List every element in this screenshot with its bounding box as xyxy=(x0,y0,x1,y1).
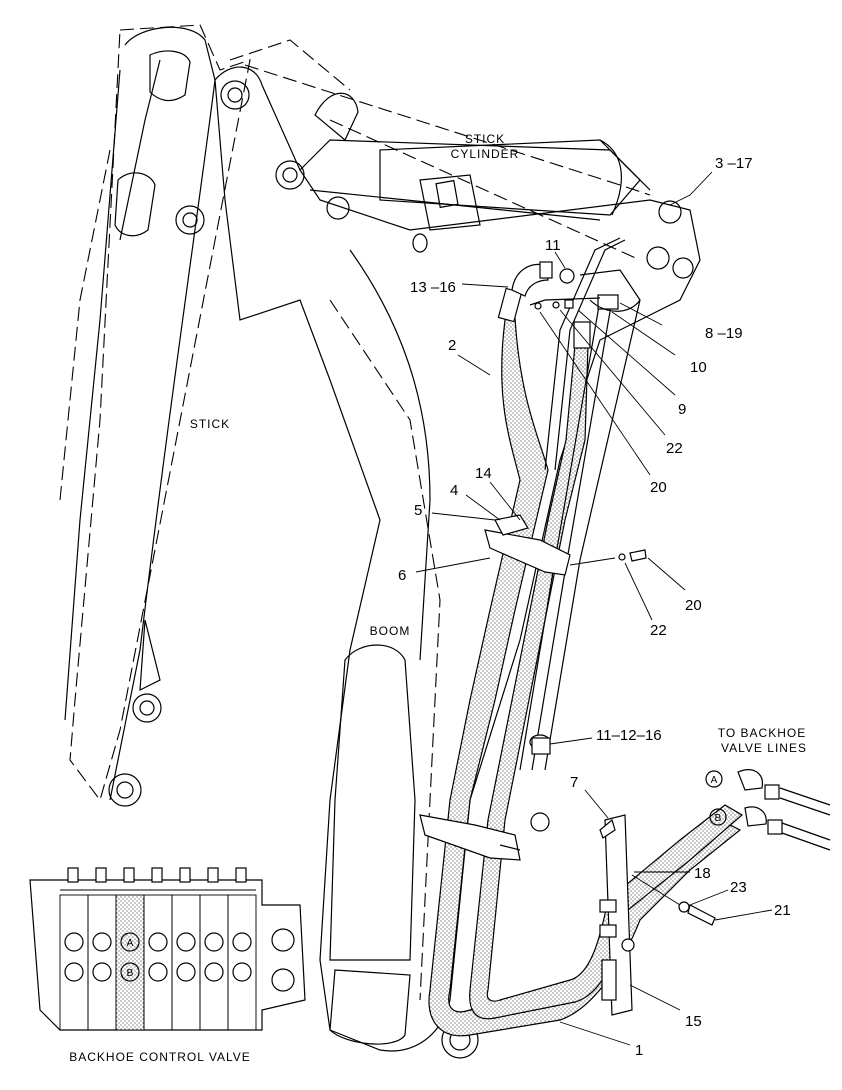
port-a-label: A xyxy=(711,775,718,786)
stick-cylinder-label-line2: CYLINDER xyxy=(451,147,520,161)
callout-1: 1 xyxy=(635,1042,643,1059)
callout-21: 21 xyxy=(774,902,791,919)
valve-ports-row-a xyxy=(64,932,252,952)
port-b-label: B xyxy=(715,813,722,824)
stick-label: STICK xyxy=(190,417,230,431)
callout-23: 23 xyxy=(730,879,747,896)
boom-outline xyxy=(214,66,701,1059)
callout-18: 18 xyxy=(694,865,711,882)
callout-2: 2 xyxy=(448,337,456,354)
stick-cylinder-label-line1: STICK xyxy=(465,132,505,146)
valve-top-tabs xyxy=(60,867,256,891)
callout-4: 4 xyxy=(450,482,458,499)
callout-14: 14 xyxy=(475,465,492,482)
callout-9: 9 xyxy=(678,401,686,418)
bracket-assembly xyxy=(599,814,716,1016)
callout-6: 6 xyxy=(398,567,406,584)
valve-line-adapters: A B xyxy=(705,769,831,851)
callout-22-mid: 22 xyxy=(650,622,667,639)
callout-10: 10 xyxy=(690,359,707,376)
callout-13-16: 13 –16 xyxy=(410,279,456,296)
callout-leaders xyxy=(415,171,773,1046)
callout-11-top: 11 xyxy=(545,237,561,254)
valve-port-b-label: B xyxy=(127,968,134,979)
callout-11-12-16: 11–12–16 xyxy=(596,727,662,744)
to-backhoe-label-line2: VALVE LINES xyxy=(721,741,807,755)
callout-20-mid: 20 xyxy=(685,597,702,614)
valve-port-a-label: A xyxy=(127,938,134,949)
boom-label: BOOM xyxy=(370,624,411,638)
to-backhoe-label-line1: TO BACKHOE xyxy=(718,726,806,740)
callout-7: 7 xyxy=(570,774,578,791)
stick-outline xyxy=(59,24,351,807)
backhoe-control-valve: A B BACKHOE CONTROL VALVE xyxy=(29,867,306,1064)
o-ring-11 xyxy=(559,268,575,284)
callout-5: 5 xyxy=(414,502,422,519)
callout-15: 15 xyxy=(685,1013,702,1030)
callout-3-17: 3 –17 xyxy=(715,155,753,172)
top-fittings xyxy=(497,261,641,832)
valve-ports-row-b xyxy=(64,962,252,982)
stick-cylinder xyxy=(244,64,651,261)
region-labels: STICK CYLINDER STICK BOOM TO BACKHOE VAL… xyxy=(190,132,807,755)
callout-8-19: 8 –19 xyxy=(705,325,743,342)
backhoe-control-valve-caption: BACKHOE CONTROL VALVE xyxy=(69,1050,250,1064)
callout-22-top: 22 xyxy=(666,440,683,457)
callouts: 3 –17 11 13 –16 8 –19 2 10 9 22 20 14 4 … xyxy=(398,155,791,1059)
callout-20-top: 20 xyxy=(650,479,667,496)
clamp-lower xyxy=(419,814,521,861)
